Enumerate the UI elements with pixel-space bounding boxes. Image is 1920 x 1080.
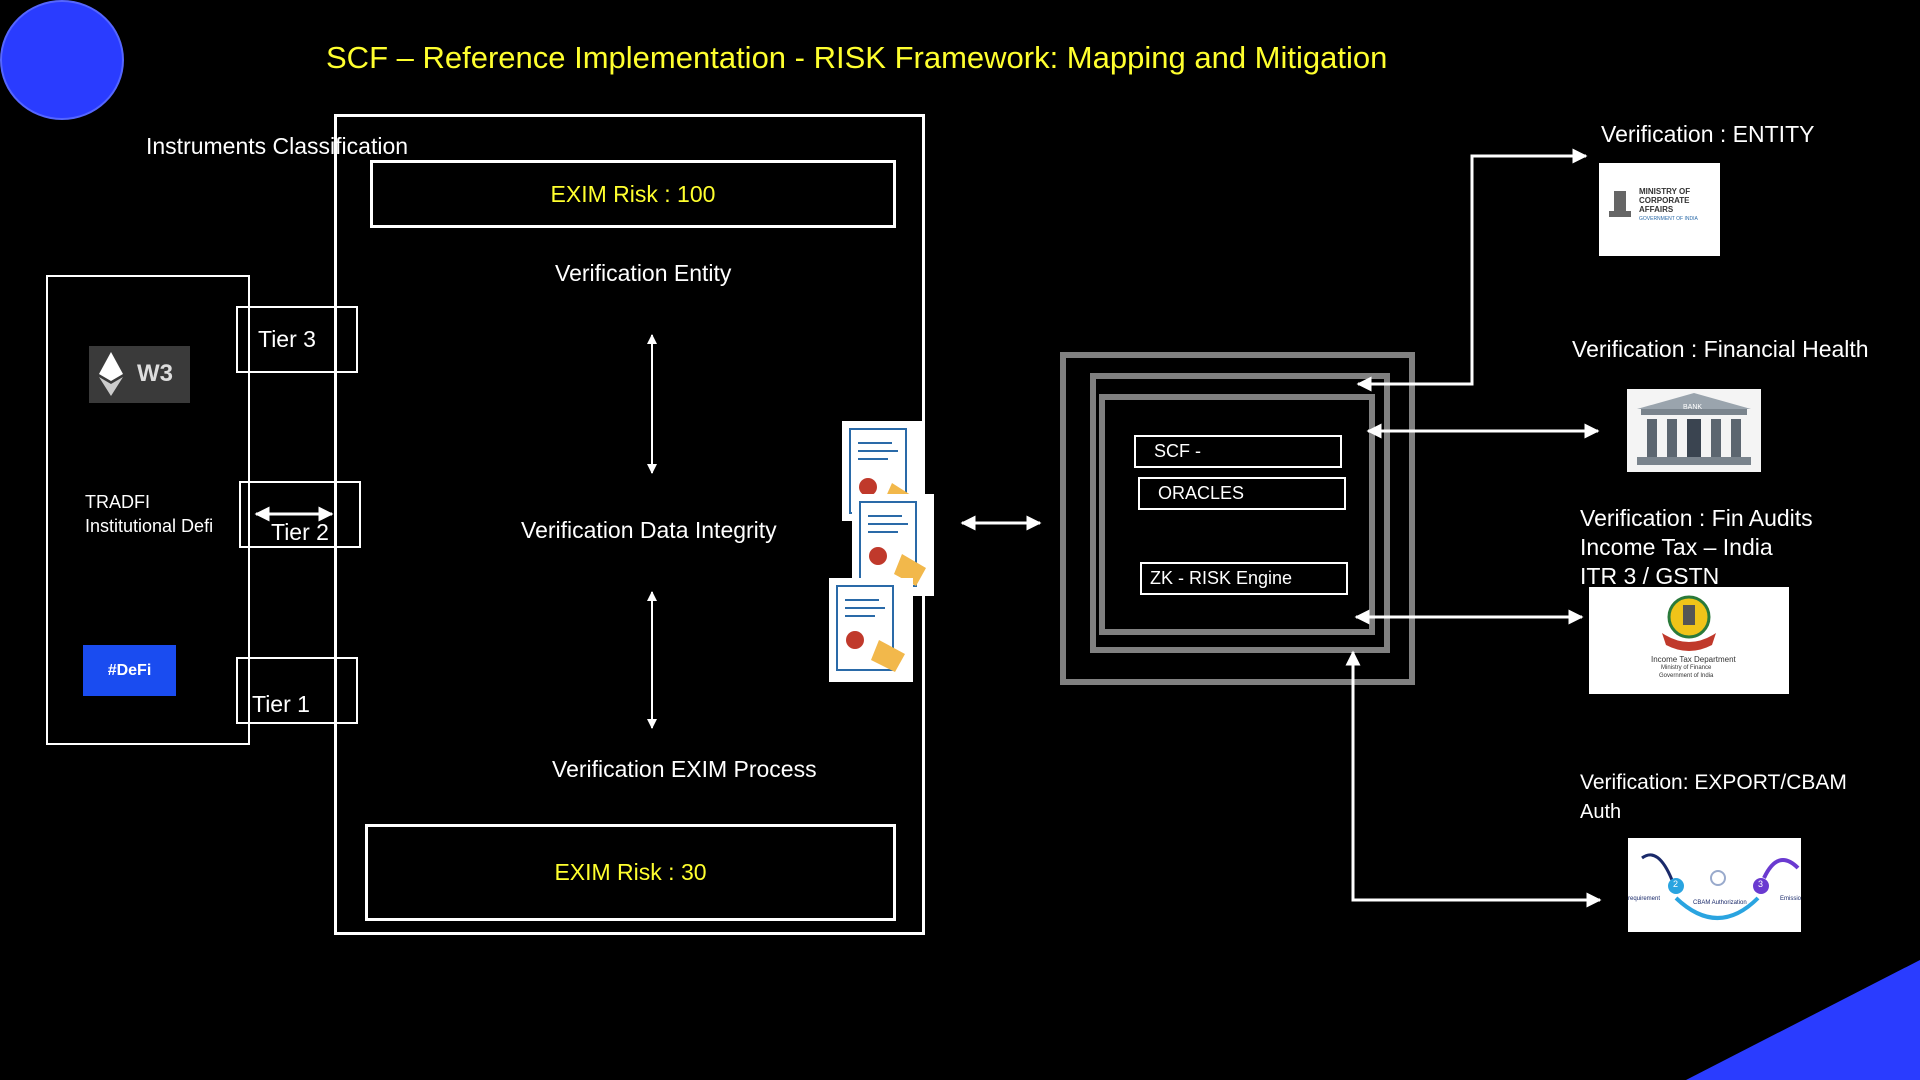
web3-logo: W3	[89, 346, 190, 403]
mca-text-line3: AFFAIRS	[1639, 205, 1674, 214]
tier-3-label: Tier 3	[258, 326, 316, 352]
classification-label: Instruments Classification	[146, 133, 409, 159]
it-text-line2: Ministry of Finance	[1661, 665, 1712, 671]
ethereum-icon	[99, 352, 123, 396]
tier-2-box: Tier 2	[239, 481, 361, 548]
verification-data-integrity-label: Verification Data Integrity	[521, 517, 777, 543]
income-tax-emblem-icon	[1662, 595, 1716, 651]
cbam-text-authorization: CBAM Authorization	[1693, 900, 1747, 906]
contract-document-icon	[829, 578, 913, 682]
cbam-text-requirement: requirement	[1628, 896, 1661, 902]
page-title: SCF – Reference Implementation - RISK Fr…	[326, 40, 1388, 75]
engine-middle-frame	[1090, 373, 1390, 653]
oracles-label: ORACLES	[1158, 483, 1245, 503]
verification-entity-right-label: Verification : ENTITY	[1601, 121, 1815, 147]
engine-outer-frame	[1060, 352, 1415, 685]
tier-3-box: Tier 3	[236, 306, 358, 373]
defi-badge: #DeFi	[83, 645, 176, 696]
exim-risk-100-box: EXIM Risk : 100	[370, 160, 896, 228]
cbam-text-emissions: Emissio	[1780, 896, 1802, 902]
mca-text-line1: MINISTRY OF	[1639, 187, 1691, 196]
bank-building-icon	[1637, 393, 1751, 465]
tier-1-box: Tier 1	[236, 657, 358, 724]
verification-exim-process-label: Verification EXIM Process	[552, 756, 817, 782]
tradfi-label: TRADFI	[85, 492, 150, 512]
bank-logo: BANK	[1627, 389, 1761, 472]
web3-logo-text: W3	[137, 360, 173, 387]
verification-entity-label: Verification Entity	[555, 260, 732, 286]
income-tax-india-label: Income Tax – India	[1580, 534, 1773, 560]
verification-fin-audits-label: Verification : Fin Audits	[1580, 505, 1813, 531]
tier-2-label: Tier 2	[271, 519, 329, 545]
itr-gstn-label: ITR 3 / GSTN	[1580, 563, 1720, 589]
bank-logo-text: BANK	[1683, 404, 1703, 411]
ministry-corporate-affairs-logo: MINISTRY OF CORPORATE AFFAIRS GOVERNMENT…	[1599, 163, 1720, 256]
cbam-step-3: 3	[1758, 879, 1764, 889]
it-text-line1: Income Tax Department	[1651, 655, 1736, 664]
engine-cbam-arrow	[1345, 650, 1602, 908]
tier-1-label: Tier 1	[252, 691, 310, 717]
income-tax-department-logo: Income Tax Department Ministry of Financ…	[1589, 587, 1789, 694]
exim-risk-100-label: EXIM Risk : 100	[550, 180, 716, 207]
institutional-defi-label: Institutional Defi	[85, 516, 214, 536]
mca-text-line2: CORPORATE	[1639, 196, 1690, 205]
contract-document-icon	[852, 494, 934, 596]
scf-box: SCF -	[1134, 435, 1342, 468]
mca-text-line4: GOVERNMENT OF INDIA	[1639, 216, 1698, 222]
emblem-icon	[1609, 191, 1631, 217]
verification-export-cbam-label: Verification: EXPORT/CBAM	[1580, 771, 1847, 794]
scf-label: SCF -	[1154, 441, 1201, 461]
cbam-step-2: 2	[1673, 879, 1679, 889]
instruments-panel	[46, 275, 250, 745]
it-text-line3: Government of India	[1659, 673, 1714, 679]
zk-risk-engine-label: ZK - RISK Engine	[1150, 568, 1293, 588]
exim-risk-30-label: EXIM Risk : 30	[554, 859, 707, 885]
cbam-flow-icon	[1641, 853, 1800, 920]
engine-entity-arrow	[1356, 148, 1588, 392]
defi-badge-text: #DeFi	[107, 661, 152, 679]
engine-inner-frame	[1099, 394, 1375, 635]
cbam-process-graphic: 2 3 requirement CBAM Authorization Emiss…	[1628, 838, 1801, 932]
blue-circle-decoration	[0, 0, 124, 120]
oracles-box: ORACLES	[1138, 477, 1346, 510]
zk-risk-engine-box: ZK - RISK Engine	[1140, 562, 1348, 595]
verification-financial-health-label: Verification : Financial Health	[1572, 336, 1869, 362]
exim-risk-30-box: EXIM Risk : 30	[365, 824, 896, 921]
